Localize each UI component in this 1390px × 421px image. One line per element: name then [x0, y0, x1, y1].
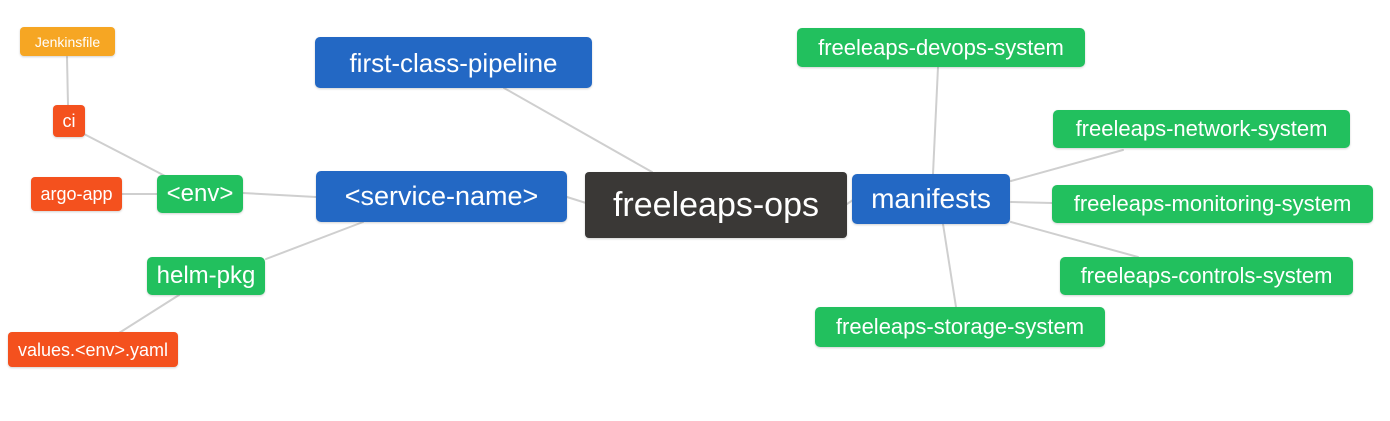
node-freeleaps-storage-system[interactable]: freeleaps-storage-system [815, 307, 1105, 347]
edge-manifests-monitoring [1010, 201, 1053, 204]
node-first-class-pipeline[interactable]: first-class-pipeline [315, 37, 592, 88]
node-freeleaps-devops-system[interactable]: freeleaps-devops-system [797, 28, 1085, 67]
edge-service-name-helm-pkg [265, 221, 364, 260]
edge-jenkinsfile-ci [66, 56, 69, 106]
node-ci[interactable]: ci [53, 105, 85, 137]
edge-ci-env [83, 133, 168, 178]
edge-first-class-pipeline-ops [503, 87, 653, 173]
node-helm-pkg[interactable]: helm-pkg [147, 257, 265, 295]
node-service-name[interactable]: <service-name> [316, 171, 567, 222]
node-values-env-yaml[interactable]: values.<env>.yaml [8, 332, 178, 367]
edge-manifests-devops [932, 66, 939, 175]
node-freeleaps-controls-system[interactable]: freeleaps-controls-system [1060, 257, 1353, 295]
edge-manifests-storage [942, 223, 957, 308]
edge-manifests-controls [1010, 221, 1139, 258]
node-freeleaps-network-system[interactable]: freeleaps-network-system [1053, 110, 1350, 148]
edge-service-name-ops [566, 196, 587, 204]
node-freeleaps-monitoring-system[interactable]: freeleaps-monitoring-system [1052, 185, 1373, 223]
edge-manifests-network [1010, 149, 1124, 182]
node-env[interactable]: <env> [157, 175, 243, 213]
node-freeleaps-ops-root[interactable]: freeleaps-ops [585, 172, 847, 238]
node-jenkinsfile[interactable]: Jenkinsfile [20, 27, 115, 56]
edge-helm-pkg-values [118, 294, 180, 334]
node-manifests[interactable]: manifests [852, 174, 1010, 224]
node-argo-app[interactable]: argo-app [31, 177, 122, 211]
edge-env-service-name [242, 192, 317, 198]
